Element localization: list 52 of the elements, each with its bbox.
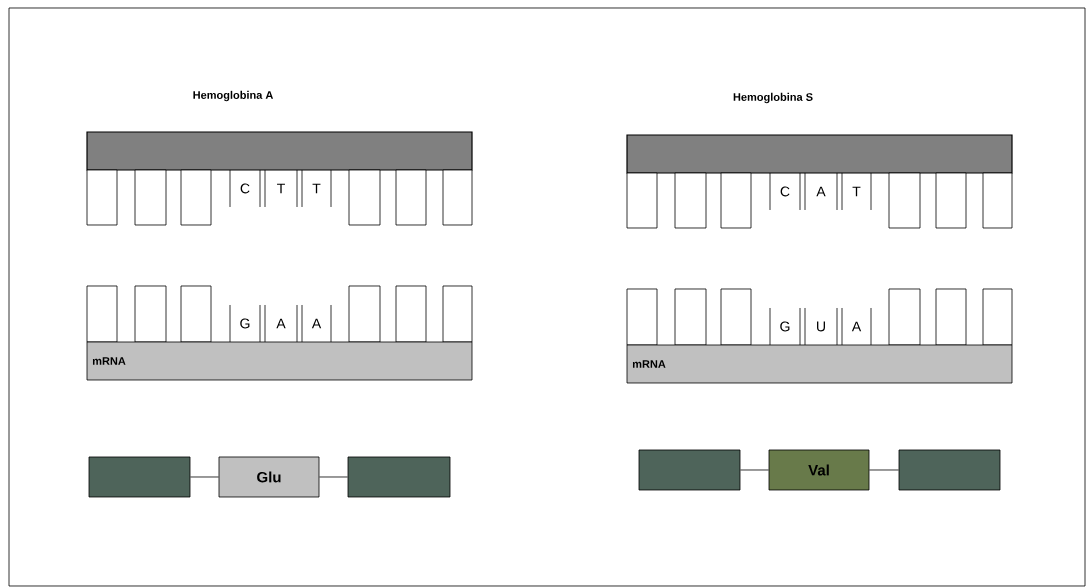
base-box — [86, 169, 118, 226]
base-box — [626, 172, 658, 229]
amino-acid-box: Glu — [218, 456, 320, 498]
amino-acid-box — [88, 456, 191, 498]
base-box — [180, 285, 212, 343]
base-box — [720, 172, 752, 229]
connector-line — [190, 476, 219, 478]
base-slot: U — [804, 307, 838, 346]
base-box — [888, 288, 921, 346]
base-box — [395, 169, 427, 226]
base-box — [134, 169, 167, 226]
base-slot: A — [301, 304, 332, 343]
base-slot: G — [769, 307, 801, 346]
connector-line — [869, 469, 899, 471]
base-box — [935, 288, 967, 346]
base-slot: A — [841, 307, 872, 346]
mrna-strand-bar: mRNA — [86, 341, 473, 381]
base-slot: C — [769, 172, 801, 211]
heading: Hemoglobina S — [733, 92, 813, 104]
base-box — [720, 288, 752, 346]
base-slot: G — [229, 304, 261, 343]
base-box — [180, 169, 212, 226]
base-slot: A — [804, 172, 838, 211]
base-box — [626, 288, 658, 346]
base-box — [442, 169, 473, 226]
connector-line — [740, 469, 769, 471]
heading: Hemoglobina A — [193, 90, 274, 102]
base-box — [935, 172, 967, 229]
base-slot: A — [264, 304, 298, 343]
amino-acid-box — [347, 456, 451, 498]
base-slot: T — [301, 169, 332, 208]
amino-acid-box — [898, 449, 1001, 491]
base-box — [348, 169, 381, 226]
base-box — [86, 285, 118, 343]
base-box — [982, 288, 1013, 346]
connector-line — [319, 476, 348, 478]
base-box — [134, 285, 167, 343]
base-box — [982, 172, 1013, 229]
base-box — [442, 285, 473, 343]
base-slot: T — [264, 169, 298, 208]
base-slot: C — [229, 169, 261, 208]
dna-strand-bar — [626, 134, 1013, 174]
base-box — [348, 285, 381, 343]
base-slot: T — [841, 172, 872, 211]
amino-acid-box — [638, 449, 741, 491]
base-box — [395, 285, 427, 343]
dna-strand-bar — [86, 131, 473, 171]
mrna-strand-bar: mRNA — [626, 344, 1013, 384]
base-box — [674, 172, 707, 229]
base-box — [674, 288, 707, 346]
base-box — [888, 172, 921, 229]
amino-acid-box: Val — [768, 449, 870, 491]
